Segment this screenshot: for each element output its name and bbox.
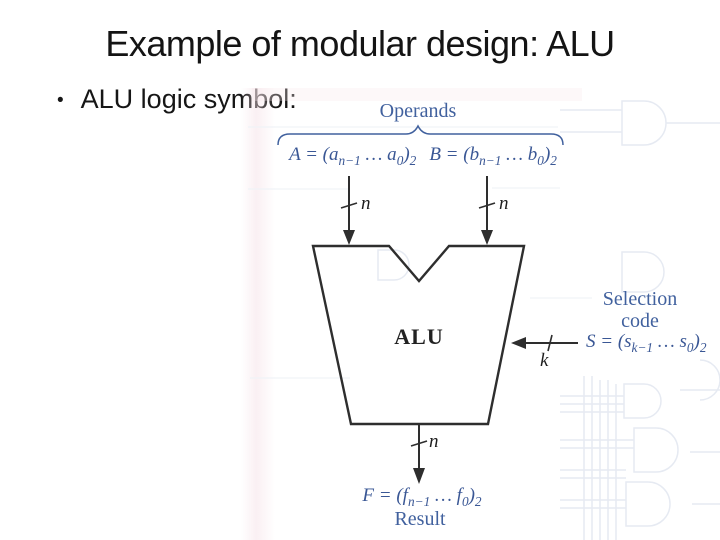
and-gate-icon — [625, 481, 671, 527]
bus-width-tick-a — [340, 202, 358, 209]
bullet-item: • ALU logic symbol: — [57, 84, 297, 115]
operands-label: Operands — [379, 100, 457, 122]
selection-equation: S = (sk−1 … s0)2 — [586, 331, 707, 355]
operand-b-equation: B = (bn−1 … b0)2 — [429, 144, 557, 168]
watermark-wires — [560, 395, 634, 509]
and-gate-icon — [633, 427, 679, 473]
watermark-wires — [680, 359, 720, 505]
alu-label: ALU — [394, 324, 444, 349]
bus-width-tick-s — [547, 334, 553, 352]
operand-equations: A = (an−1 … a0)2 B = (bn−1 … b0)2 — [256, 144, 590, 168]
bullet-icon: • — [57, 89, 64, 111]
watermark-wires — [560, 109, 720, 133]
and-gate-icon — [623, 383, 662, 419]
and-gate-icon — [621, 251, 665, 293]
result-arrowhead-icon — [413, 468, 425, 484]
operands-brace — [277, 124, 564, 146]
bus-width-tick-b — [478, 202, 496, 209]
bus-width-label-s: k — [540, 350, 549, 371]
bullet-text: ALU logic symbol: — [80, 84, 297, 114]
bus-width-label-a: n — [361, 193, 371, 214]
operand-b-arrowhead-icon — [481, 230, 493, 245]
bus-width-tick-f — [410, 440, 428, 447]
operand-a-arrowhead-icon — [343, 230, 355, 245]
result-equation: F = (fn−1 … f0)2 — [362, 485, 482, 509]
selection-code-label: Selection code — [602, 288, 678, 333]
paper-streaks — [248, 126, 592, 379]
and-gate-icon — [621, 100, 667, 146]
selection-arrowhead-icon — [511, 337, 526, 349]
bus-width-label-b: n — [499, 193, 509, 214]
circuit-watermark — [377, 100, 720, 540]
bus-width-label-f: n — [429, 431, 439, 452]
result-label: Result — [394, 508, 446, 530]
slide-title: Example of modular design: ALU — [105, 23, 615, 64]
watermark-wires — [583, 376, 617, 540]
and-gate-icon — [377, 249, 410, 281]
alu-outline — [311, 244, 526, 426]
alu-diagram-lines — [311, 176, 578, 484]
operand-a-equation: A = (an−1 … a0)2 — [289, 144, 417, 168]
